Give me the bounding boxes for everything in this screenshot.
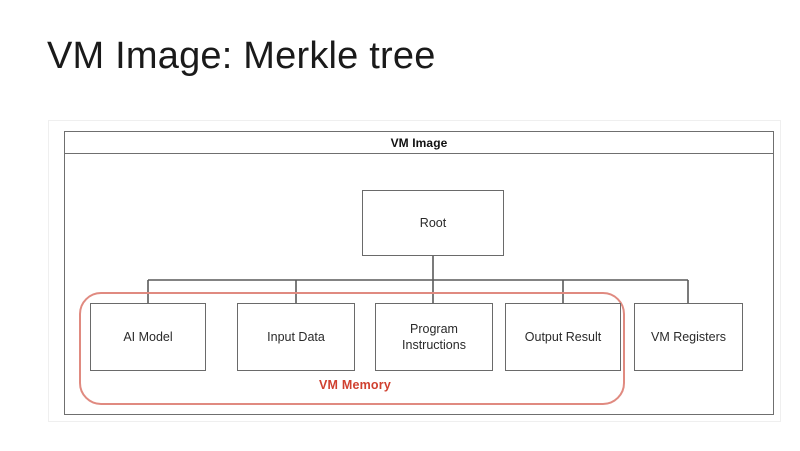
tree-node-root-label: Root [419, 216, 447, 230]
page-title: VM Image: Merkle tree [47, 35, 436, 77]
tree-canvas: Root AI Model Input Data Program Instruc… [65, 154, 773, 414]
tree-node-ai-model-label: AI Model [123, 330, 173, 344]
diagram-frame: VM Image [48, 120, 781, 422]
vm-image-header-label: VM Image [390, 135, 448, 150]
vm-image-container: VM Image [64, 131, 774, 415]
tree-connectors [147, 256, 689, 303]
tree-node-ai-model[interactable]: AI Model [90, 303, 206, 371]
tree-node-output-result-label: Output Result [524, 330, 602, 344]
tree-node-root[interactable]: Root [362, 190, 504, 256]
tree-node-input-data-label: Input Data [267, 330, 325, 344]
tree-node-vm-registers[interactable]: VM Registers [634, 303, 743, 371]
tree-node-vm-registers-label: VM Registers [650, 330, 727, 344]
tree-node-output-result[interactable]: Output Result [505, 303, 621, 371]
vm-image-header: VM Image [65, 132, 773, 154]
tree-node-program-instructions-label: Program Instructions [402, 322, 466, 352]
tree-node-program-instructions[interactable]: Program Instructions [375, 303, 493, 371]
tree-node-input-data[interactable]: Input Data [237, 303, 355, 371]
vm-memory-group-label: VM Memory [319, 378, 391, 392]
